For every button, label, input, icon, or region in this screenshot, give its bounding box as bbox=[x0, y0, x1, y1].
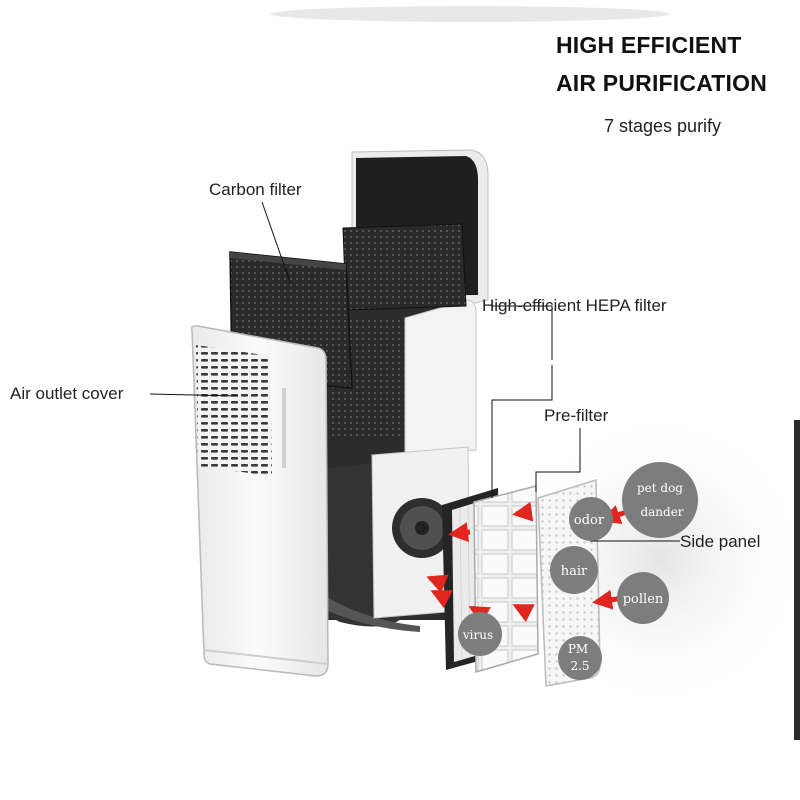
headline-line-2: AIR PURIFICATION bbox=[556, 70, 768, 96]
hepa-leader-top bbox=[492, 305, 553, 360]
air-outlet-cover-leader bbox=[149, 393, 239, 397]
bubble-label: virus bbox=[462, 628, 493, 642]
airflow-arrow bbox=[512, 603, 535, 623]
headline-subtitle: 7 stages purify bbox=[604, 116, 722, 136]
airflow-arrow bbox=[512, 501, 534, 522]
hepa-filter-label: High-efficient HEPA filter bbox=[482, 296, 667, 315]
airflow-arrow bbox=[430, 589, 453, 609]
bubble-label: pet dog bbox=[637, 481, 683, 495]
bubble-label: 2.5 bbox=[570, 659, 589, 673]
bubble-hair: hair bbox=[550, 546, 598, 594]
callout-leaders bbox=[149, 201, 680, 542]
headline-line-1: HIGH EFFICIENT bbox=[556, 32, 742, 58]
bubble-label: PM bbox=[568, 642, 588, 656]
rear-carbon-filter bbox=[342, 223, 467, 311]
hepa-leader-bottom bbox=[491, 365, 553, 498]
carbon-filter-label: Carbon filter bbox=[209, 180, 302, 199]
airflow-arrow bbox=[426, 574, 449, 594]
edge-shadow bbox=[794, 420, 800, 740]
pre-filter-leader bbox=[535, 428, 581, 492]
bubble-pm25: PM 2.5 bbox=[558, 636, 602, 680]
bubble-virus: virus bbox=[458, 612, 502, 656]
air-outlet-cover bbox=[190, 325, 329, 677]
bubble-pet-dog-dander: pet dog dander bbox=[622, 462, 698, 538]
pre-filter-label: Pre-filter bbox=[544, 406, 609, 425]
side-panel-label: Side panel bbox=[680, 532, 761, 551]
bubble-pollen: pollen bbox=[617, 572, 669, 624]
bubble-label: dander bbox=[640, 505, 683, 519]
bubble-odor: odor bbox=[569, 497, 613, 541]
bubble-label: hair bbox=[561, 564, 588, 579]
air-outlet-cover-label: Air outlet cover bbox=[10, 384, 124, 403]
top-shadow bbox=[270, 6, 670, 22]
bubble-label: pollen bbox=[623, 592, 664, 607]
carbon-filter-leader bbox=[261, 201, 291, 283]
pollutant-bubbles: pet dog dander odor hair pollen virus PM… bbox=[458, 462, 698, 680]
bubble-label: odor bbox=[574, 513, 605, 528]
airflow-arrow bbox=[448, 522, 471, 543]
